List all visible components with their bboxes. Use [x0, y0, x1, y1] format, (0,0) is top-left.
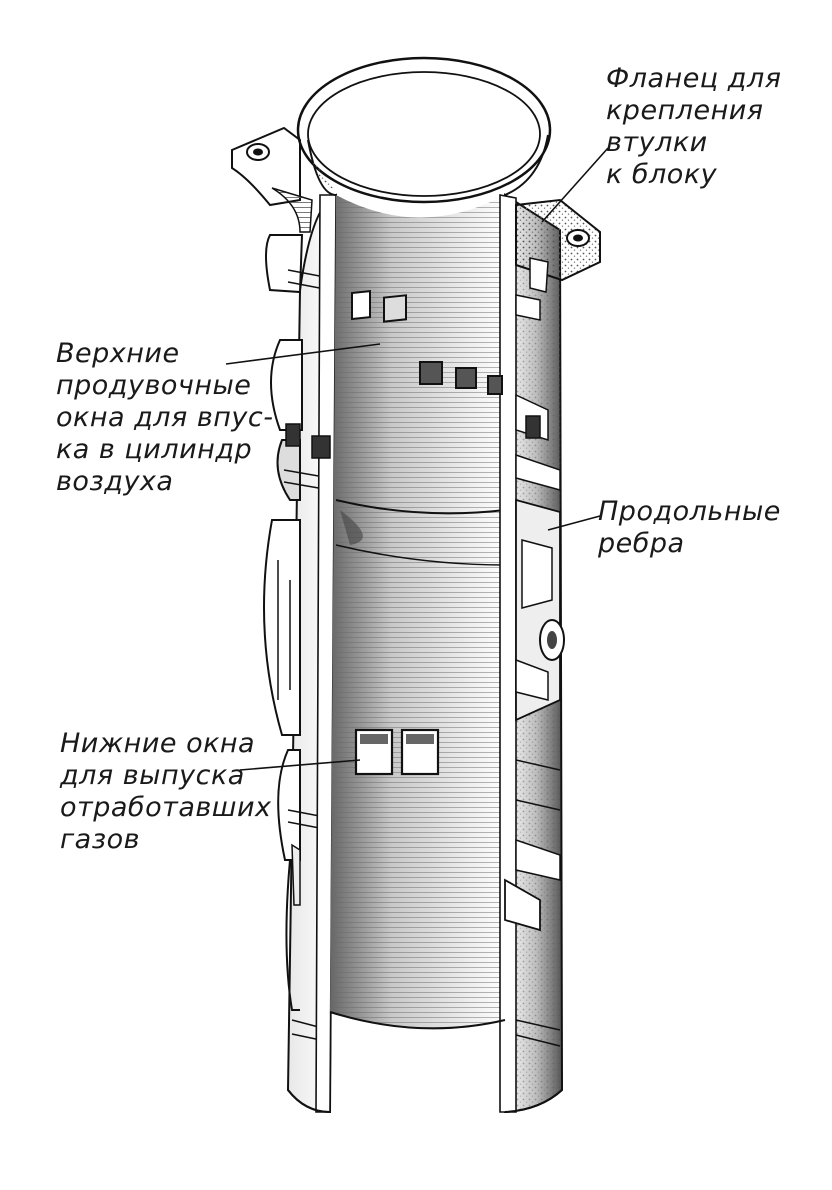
left-outer-wall [263, 193, 338, 1114]
upper-ports-label-line: воздуха [56, 466, 174, 497]
upper-ports-label-line: окна для впус- [56, 402, 274, 433]
lower-ports-label-line: Нижние окна [60, 728, 256, 759]
left-flange-ear [231, 126, 313, 233]
flange-label-line: к блоку [606, 159, 718, 190]
upper-ports-label-line: продувочные [56, 370, 252, 401]
flange-label-line: Фланец для [606, 63, 782, 94]
leader-lines [225, 147, 609, 771]
ribs-label-line: ребра [598, 528, 685, 559]
upper-ports [285, 290, 541, 459]
bottom-rim [287, 1011, 563, 1113]
right-outer-wall [499, 193, 565, 1114]
upper-ports-label-line: ка в цилиндр [56, 434, 253, 465]
right-flange [515, 198, 601, 293]
ribs-label: Продольные ребра [598, 496, 781, 560]
ribs-label-line: Продольные [598, 496, 781, 527]
lower-ports-label-line: для выпуска [60, 760, 245, 791]
flange-label-line: крепления [606, 95, 764, 126]
inner-bore [330, 195, 506, 1029]
lower-ports-label-line: газов [60, 824, 141, 855]
lower-ports-label-line: отработавших [60, 792, 272, 823]
flange-label: Фланец для крепления втулки к блоку [606, 63, 781, 191]
lower-ports [354, 728, 440, 776]
upper-ports-label: Верхние продувочные окна для впус- ка в … [56, 338, 274, 498]
upper-ports-label-line: Верхние [56, 338, 180, 369]
flange-label-line: втулки [606, 127, 708, 158]
top-rim [296, 56, 552, 204]
lower-ports-label: Нижние окна для выпуска отработавших газ… [60, 728, 272, 856]
